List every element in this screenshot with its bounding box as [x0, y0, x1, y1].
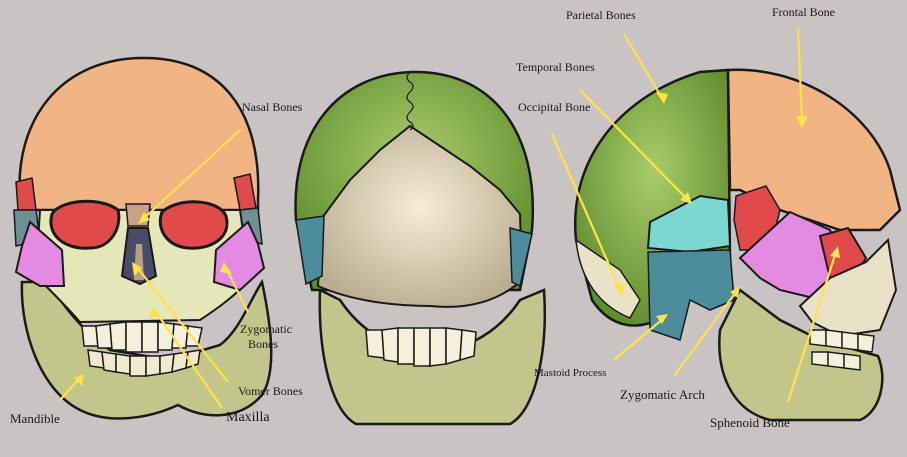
pointer-zygomatic-arch [673, 291, 737, 377]
label-mandible: Mandible [10, 411, 60, 426]
pointer-arrowheads [74, 92, 840, 386]
pointer-zygomatic [225, 267, 249, 313]
front-mandible [20, 278, 273, 420]
pointer-mastoid [613, 317, 665, 361]
pointer-vomer [135, 265, 229, 383]
pointer-temporal [579, 89, 689, 201]
label-nasal-bones: Nasal Bones [242, 100, 303, 114]
pointer-maxilla [155, 311, 223, 409]
front-sphenoid-left [15, 177, 37, 211]
back-occipital-bone [316, 124, 524, 308]
pointer-parietal [623, 33, 663, 99]
label-zygomatic-arch: Zygomatic Arch [620, 387, 705, 402]
back-sagittal-suture [406, 71, 414, 131]
label-temporal-bones: Temporal Bones [516, 60, 595, 74]
side-maxilla [798, 237, 898, 338]
back-temporal-left [295, 215, 325, 286]
label-parietal-bones: Parietal Bones [566, 8, 636, 22]
label-vomer-bones: Vomer Bones [238, 384, 303, 398]
back-temporal-right [509, 227, 533, 288]
front-zygomatic-left [14, 220, 66, 287]
back-view-skull [294, 70, 546, 426]
pointer-sphenoid [786, 251, 838, 403]
front-view-skull [13, 56, 273, 420]
front-orbit-right [158, 200, 229, 250]
pointer-frontal [796, 27, 804, 121]
front-orbit-left [49, 199, 121, 250]
side-mandible [718, 288, 884, 422]
label-zygomatic-bones-line1: Zygomatic [240, 322, 292, 336]
front-lower-teeth [87, 349, 201, 377]
label-maxilla: Maxilla [226, 410, 270, 425]
side-view-skull [573, 68, 902, 422]
back-teeth [365, 327, 477, 367]
side-occipital-bone [575, 238, 641, 319]
side-temporal-lower [647, 249, 735, 341]
pointer-nasal [141, 129, 241, 221]
pointer-mandible [59, 377, 81, 401]
label-frontal-bone: Frontal Bone [772, 5, 835, 19]
label-occipital-bone: Occipital Bone [518, 100, 591, 114]
label-pointers [59, 27, 838, 409]
label-mastoid-process: Mastoid Process [534, 367, 607, 379]
label-sphenoid-bone: Sphenoid Bone [710, 415, 790, 430]
label-zygomatic-bones-line2: Bones [248, 337, 278, 351]
side-temporal-bone [646, 194, 732, 254]
front-frontal-bone [18, 56, 260, 212]
pointer-occipital [550, 133, 622, 291]
side-teeth [809, 329, 875, 371]
